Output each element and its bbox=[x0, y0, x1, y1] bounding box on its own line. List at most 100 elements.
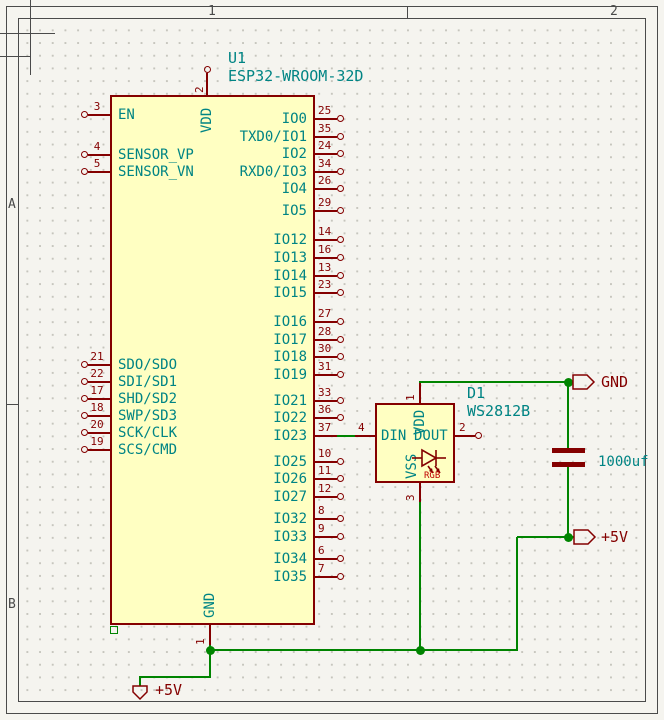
esp32-pin-IO5-line[interactable] bbox=[315, 210, 337, 212]
esp32-pin-RXD0/IO3-line[interactable] bbox=[315, 171, 337, 173]
esp32-pin-IO19-line[interactable] bbox=[315, 374, 337, 376]
wire-vss-vertical[interactable] bbox=[419, 502, 421, 650]
esp32-pin-SWP/SD3-line[interactable] bbox=[88, 415, 110, 417]
wire-bottomleft-vertical[interactable] bbox=[139, 677, 141, 686]
esp32-pin-SCS/CMD-number: 19 bbox=[90, 435, 104, 448]
esp32-pin-IO17-line[interactable] bbox=[315, 339, 337, 341]
esp32-pin-SWP/SD3-endpoint bbox=[81, 412, 88, 419]
esp32-corner-marker bbox=[110, 626, 118, 634]
esp32-pin-vdd-line[interactable] bbox=[206, 73, 208, 95]
esp32-pin-IO23-line[interactable] bbox=[315, 435, 337, 437]
wire-cap-bottom[interactable] bbox=[567, 467, 569, 538]
esp32-pin-IO14-endpoint bbox=[337, 272, 344, 279]
esp32-pin-IO18-endpoint bbox=[337, 353, 344, 360]
esp32-pin-SCS/CMD-line[interactable] bbox=[88, 449, 110, 451]
esp32-pin-IO17-endpoint bbox=[337, 336, 344, 343]
esp32-pin-IO25-endpoint bbox=[337, 458, 344, 465]
wire-gnd-pin-down[interactable] bbox=[209, 645, 211, 678]
esp32-pin-IO4-number: 26 bbox=[318, 174, 332, 187]
esp32-pin-IO5-name: IO5 bbox=[281, 203, 307, 219]
ws2812b-symbol-body[interactable] bbox=[375, 403, 455, 483]
esp32-pin-IO4-line[interactable] bbox=[315, 188, 337, 190]
gnd-label[interactable]: GND bbox=[601, 373, 629, 391]
esp32-pin-IO13-line[interactable] bbox=[315, 257, 337, 259]
esp32-pin-IO2-line[interactable] bbox=[315, 153, 337, 155]
frame-stray-horizontal-1 bbox=[0, 33, 55, 34]
esp32-pin-SDI/SD1-endpoint bbox=[81, 378, 88, 385]
ws2812b-pin-vdd-number: 1 bbox=[404, 394, 417, 401]
esp32-pin-IO27-line[interactable] bbox=[315, 496, 337, 498]
esp32-pin-SHD/SD2-line[interactable] bbox=[88, 398, 110, 400]
esp32-pin-IO5-number: 29 bbox=[318, 196, 332, 209]
ws2812b-pin-dout-name: DOUT bbox=[414, 428, 448, 444]
esp32-pin-SHD/SD2-number: 17 bbox=[90, 384, 104, 397]
esp32-pin-SCK/CLK-name: SCK/CLK bbox=[118, 425, 178, 441]
esp32-pin-IO12-line[interactable] bbox=[315, 239, 337, 241]
esp32-pin-IO21-line[interactable] bbox=[315, 400, 337, 402]
esp32-pin-TXD0/IO1-line[interactable] bbox=[315, 136, 337, 138]
wire-gnd-horizontal[interactable] bbox=[419, 381, 573, 383]
wire-bottomleft-horizontal[interactable] bbox=[139, 676, 211, 678]
esp32-pin-SCK/CLK-line[interactable] bbox=[88, 432, 110, 434]
esp32-pin-IO33-name: IO33 bbox=[273, 529, 307, 545]
esp32-pin-IO21-endpoint bbox=[337, 397, 344, 404]
wire-io23-to-din[interactable] bbox=[337, 435, 355, 437]
capacitor-value[interactable]: 1000uf bbox=[598, 454, 649, 470]
esp32-pin-TXD0/IO1-number: 35 bbox=[318, 122, 332, 135]
esp32-pin-vdd-endpoint bbox=[204, 66, 211, 73]
wire-5v-horizontal[interactable] bbox=[517, 536, 574, 538]
esp32-pin-IO22-line[interactable] bbox=[315, 417, 337, 419]
ws2812b-pin-vdd-line[interactable] bbox=[419, 383, 421, 403]
capacitor-plate-bottom[interactable] bbox=[552, 462, 585, 467]
esp32-pin-IO26-number: 11 bbox=[318, 464, 332, 477]
esp32-pin-SENSOR_VP-line[interactable] bbox=[88, 154, 110, 156]
esp32-pin-IO14-number: 13 bbox=[318, 261, 332, 274]
esp32-pin-IO15-endpoint bbox=[337, 289, 344, 296]
esp32-pin-SENSOR_VN-line[interactable] bbox=[88, 171, 110, 173]
esp32-pin-IO0-line[interactable] bbox=[315, 118, 337, 120]
esp32-pin-IO12-name: IO12 bbox=[273, 232, 307, 248]
esp32-pin-SDI/SD1-line[interactable] bbox=[88, 381, 110, 383]
esp32-pin-IO15-line[interactable] bbox=[315, 292, 337, 294]
esp32-pin-IO2-name: IO2 bbox=[281, 146, 307, 162]
ws2812b-pin-vss-name: VSS bbox=[404, 453, 420, 479]
esp32-pin-IO26-line[interactable] bbox=[315, 478, 337, 480]
esp32-pin-IO14-line[interactable] bbox=[315, 275, 337, 277]
esp32-pin-SDO/SDO-number: 21 bbox=[90, 350, 104, 363]
esp32-pin-IO12-endpoint bbox=[337, 236, 344, 243]
wire-cap-top[interactable] bbox=[567, 382, 569, 453]
plus5v-bottom-label[interactable]: +5V bbox=[155, 681, 183, 699]
esp32-pin-IO21-number: 33 bbox=[318, 386, 332, 399]
plus5v-right-label[interactable]: +5V bbox=[601, 528, 629, 546]
esp32-pin-IO18-line[interactable] bbox=[315, 356, 337, 358]
esp32-pin-IO19-endpoint bbox=[337, 371, 344, 378]
esp32-pin-IO16-line[interactable] bbox=[315, 321, 337, 323]
esp32-pin-EN-number: 3 bbox=[93, 100, 101, 113]
esp32-pin-SDO/SDO-line[interactable] bbox=[88, 364, 110, 366]
wire-5v-vertical[interactable] bbox=[516, 537, 518, 651]
esp32-reference[interactable]: U1 bbox=[228, 49, 247, 67]
wire-bottom-horizontal[interactable] bbox=[210, 649, 518, 651]
esp32-pin-IO32-line[interactable] bbox=[315, 518, 337, 520]
esp32-pin-IO25-number: 10 bbox=[318, 447, 332, 460]
esp32-pin-IO17-number: 28 bbox=[318, 325, 332, 338]
esp32-pin-IO23-name: IO23 bbox=[273, 428, 307, 444]
esp32-pin-SENSOR_VN-endpoint bbox=[81, 168, 88, 175]
capacitor-plate-top[interactable] bbox=[552, 448, 585, 453]
esp32-pin-IO25-line[interactable] bbox=[315, 461, 337, 463]
esp32-pin-EN-line[interactable] bbox=[88, 114, 110, 116]
esp32-pin-IO35-name: IO35 bbox=[273, 569, 307, 585]
ws2812b-reference[interactable]: D1 bbox=[467, 384, 486, 402]
esp32-pin-IO18-name: IO18 bbox=[273, 349, 307, 365]
frame-row-label-b: B bbox=[8, 597, 16, 612]
esp32-pin-IO35-line[interactable] bbox=[315, 576, 337, 578]
esp32-symbol-body[interactable] bbox=[110, 95, 315, 625]
ws2812b-value[interactable]: WS2812B bbox=[467, 402, 531, 420]
ws2812b-pin-vss-line[interactable] bbox=[419, 483, 421, 503]
esp32-pin-IO34-line[interactable] bbox=[315, 558, 337, 560]
esp32-pin-gnd-line[interactable] bbox=[209, 625, 211, 647]
esp32-value[interactable]: ESP32-WROOM-32D bbox=[228, 67, 364, 85]
ws2812b-pin-dout-line[interactable] bbox=[455, 435, 475, 437]
esp32-pin-IO33-line[interactable] bbox=[315, 536, 337, 538]
ws2812b-pin-din-line[interactable] bbox=[355, 435, 375, 437]
